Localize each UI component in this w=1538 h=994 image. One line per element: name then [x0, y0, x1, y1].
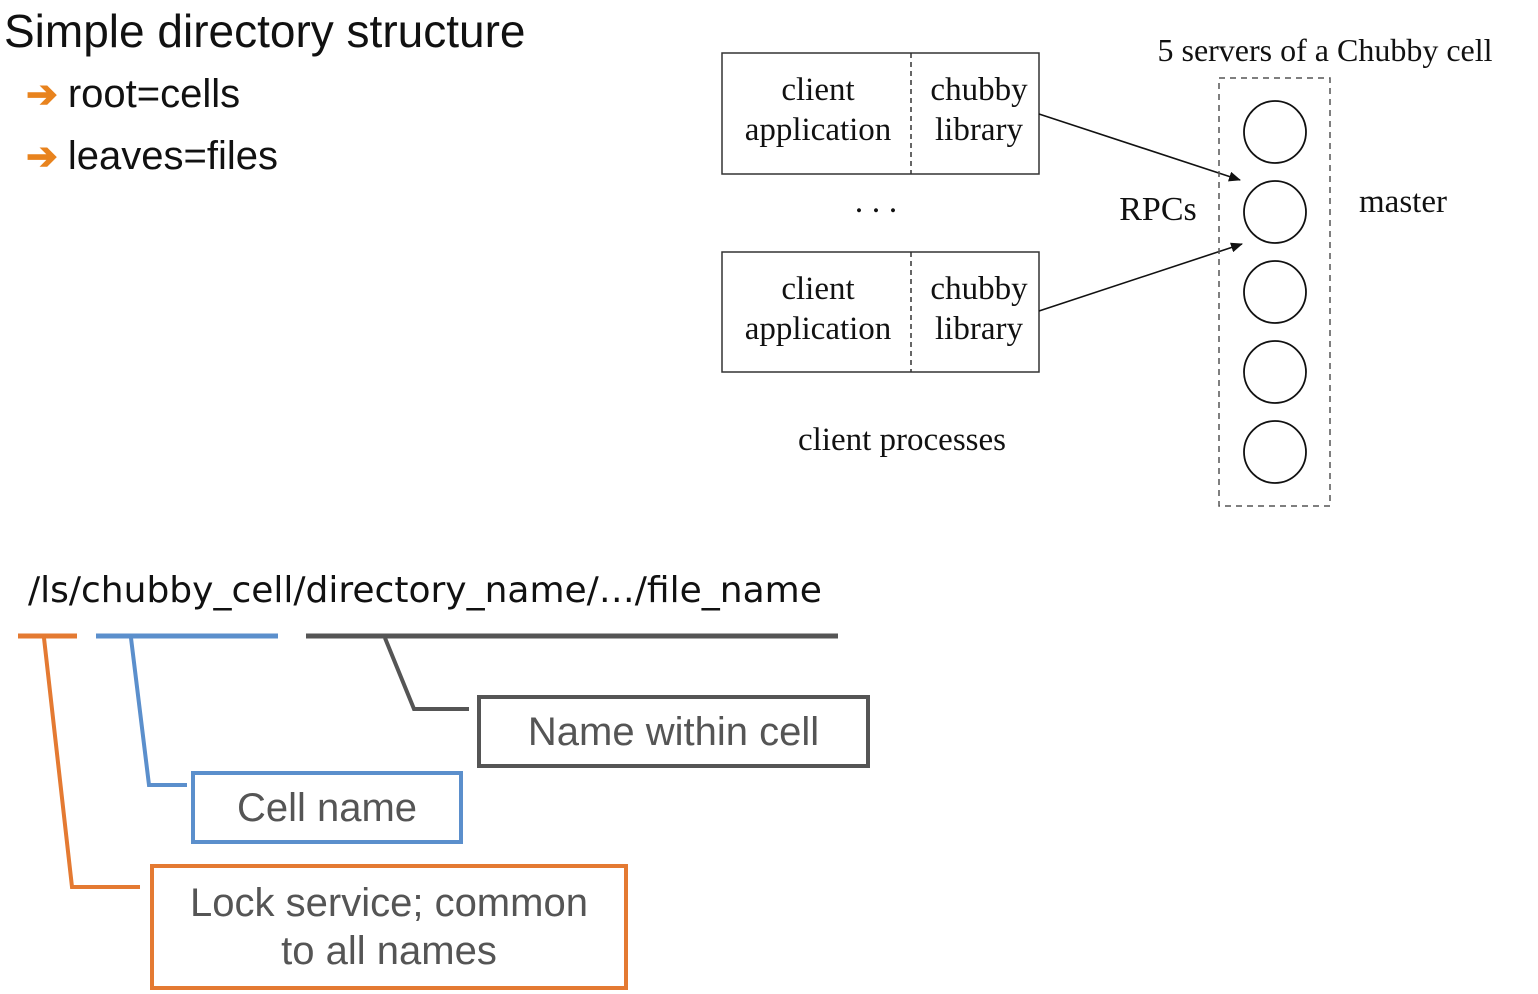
- lock-service-connector: [42, 637, 140, 889]
- bullet-root: ➔root=cells: [26, 72, 240, 117]
- arrow-right-icon: ➔: [26, 136, 58, 178]
- cell-name-callout: Cell name: [191, 771, 463, 844]
- name-within-cell-connector: [383, 637, 469, 711]
- server-circle: [1243, 420, 1307, 484]
- client-application-label-line2: application: [745, 112, 892, 148]
- client-processes-label: client processes: [798, 422, 1006, 458]
- client-application-label-line1: client: [781, 271, 854, 307]
- cell-name-text: Cell name: [236, 785, 418, 830]
- slide-title: Simple directory structure: [4, 5, 526, 57]
- client-process-box-1: client application chubby library: [721, 52, 1040, 175]
- chubby-library-label-line2: library: [935, 311, 1023, 347]
- chubby-library-label-line2: library: [935, 112, 1023, 148]
- chubby-cell-boundary: [1218, 77, 1331, 507]
- server-circle: [1243, 100, 1307, 164]
- rpc-arrow-1: [1038, 113, 1241, 182]
- client-application-label-line1: client: [781, 72, 854, 108]
- rpcs-label: RPCs: [1119, 191, 1197, 228]
- chubby-library-label-line1: chubby: [930, 271, 1028, 307]
- name-within-cell-callout: Name within cell: [477, 695, 870, 768]
- bullet-leaves-text: leaves=files: [67, 134, 278, 178]
- cell-name-connector: [129, 637, 187, 787]
- chubby-path: /ls/chubby_cell/directory_name/…/file_na…: [28, 570, 822, 611]
- lock-service-text-line2: to all names: [281, 929, 497, 973]
- master-label: master: [1359, 184, 1447, 220]
- server-circle: [1243, 260, 1307, 324]
- bullet-root-text: root=cells: [67, 72, 241, 116]
- server-circle: [1243, 340, 1307, 404]
- lock-service-text-line1: Lock service; common: [190, 881, 588, 925]
- client-process-box-2: client application chubby library: [721, 251, 1040, 373]
- bullet-leaves: ➔leaves=files: [26, 134, 278, 179]
- lock-service-callout: Lock service; common to all names: [150, 864, 628, 990]
- ellipsis: . . .: [855, 183, 898, 220]
- server-replicas: [1243, 100, 1307, 484]
- servers-label: 5 servers of a Chubby cell: [1157, 32, 1492, 68]
- arrow-right-icon: ➔: [26, 74, 58, 116]
- name-within-cell-text: Name within cell: [527, 709, 820, 754]
- rpc-arrow-2: [1038, 242, 1243, 312]
- chubby-library-label-line1: chubby: [930, 72, 1028, 108]
- server-master-circle: [1243, 180, 1307, 244]
- client-application-label-line2: application: [745, 311, 892, 347]
